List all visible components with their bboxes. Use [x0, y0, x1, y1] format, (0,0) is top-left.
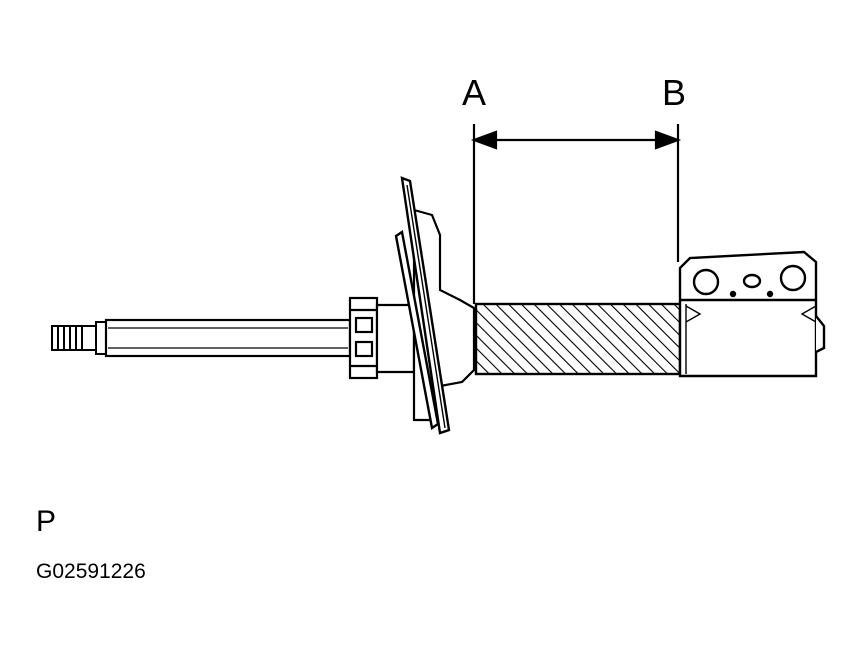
upper-housing	[375, 208, 476, 422]
mount-hole-left	[692, 268, 720, 296]
knuckle-bracket	[678, 250, 826, 378]
view-label: P	[36, 505, 57, 538]
figure-code: G02591226	[36, 560, 146, 583]
piston-rod	[104, 318, 352, 358]
arrowhead-right	[654, 130, 682, 150]
spring-seat-plate	[394, 176, 451, 435]
lock-nut	[348, 296, 379, 380]
label-b: B	[662, 72, 687, 113]
hatched-shell	[474, 302, 682, 376]
center-slot	[742, 273, 762, 289]
mount-hole-right	[779, 264, 807, 292]
dimension-lines	[470, 124, 682, 304]
label-a: A	[462, 72, 487, 113]
arrowhead-left	[470, 130, 498, 150]
threaded-tip	[51, 321, 107, 355]
